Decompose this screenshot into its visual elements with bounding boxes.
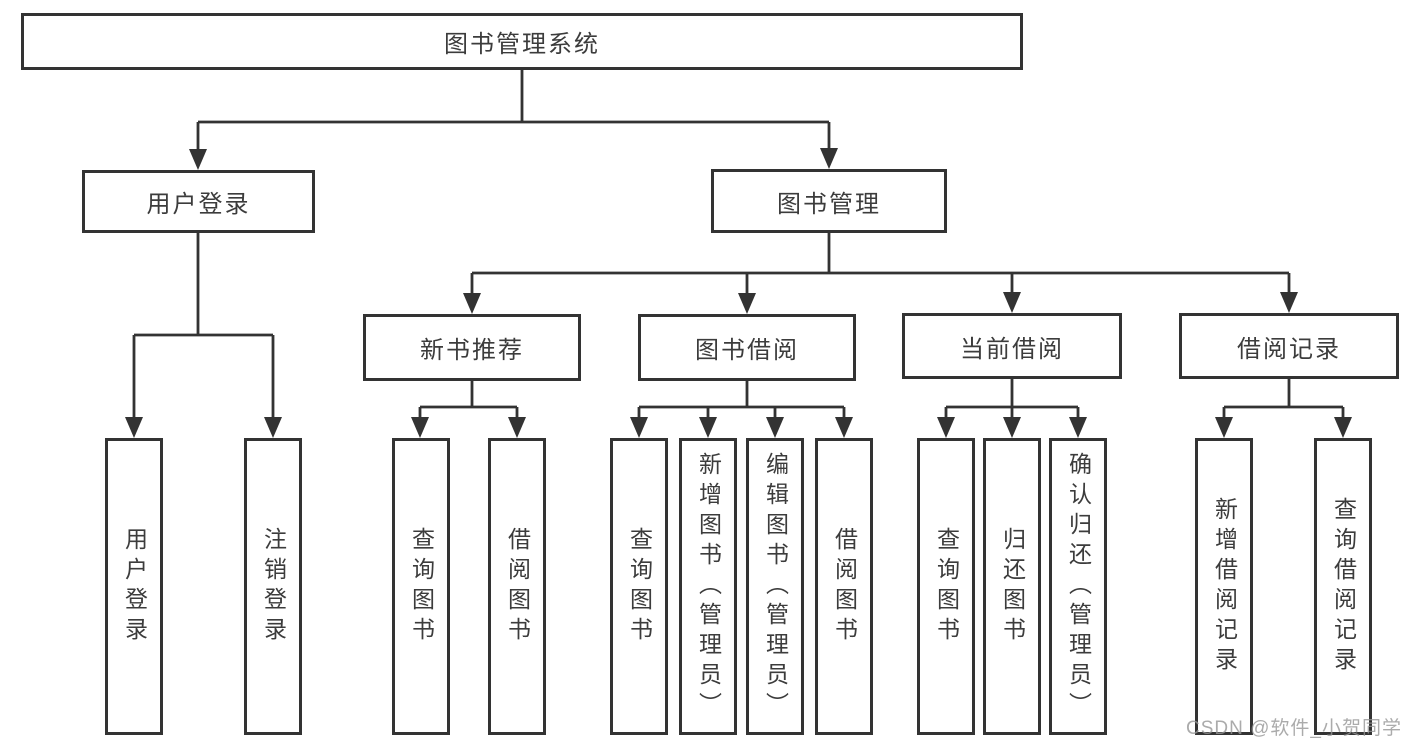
leaf-label: 新增图书（管理员） (695, 451, 722, 722)
node-book-borrowing: 图书借阅 (638, 314, 856, 381)
node-label: 新书推荐 (420, 337, 524, 364)
leaf-user-login: 用户登录 (105, 438, 163, 735)
node-label: 借阅记录 (1237, 335, 1341, 363)
leaf-records-query-borrow-record: 查询借阅记录 (1314, 438, 1372, 735)
leaf-label: 查询图书 (626, 526, 653, 647)
node-user-login: 用户登录 (82, 170, 315, 233)
connector-borrow-to-leaves (630, 381, 853, 438)
leaf-label: 用户登录 (121, 526, 148, 647)
leaf-label: 查询图书 (408, 526, 435, 647)
leaf-label: 新增借阅记录 (1211, 496, 1238, 677)
leaf-borrow-edit-books-admin: 编辑图书（管理员） (746, 438, 804, 735)
node-borrowing-records: 借阅记录 (1179, 313, 1399, 379)
leaf-current-confirm-return-admin: 确认归还（管理员） (1049, 438, 1107, 735)
node-label: 图书管理系统 (444, 31, 600, 58)
leaf-borrow-add-books-admin: 新增图书（管理员） (679, 438, 737, 735)
leaf-logout: 注销登录 (244, 438, 302, 735)
leaf-label: 查询借阅记录 (1330, 496, 1357, 677)
connector-current-to-leaves (937, 379, 1087, 438)
connector-records-to-leaves (1215, 379, 1352, 438)
node-label: 用户登录 (146, 191, 251, 218)
node-label: 当前借阅 (960, 335, 1064, 363)
connector-recommend-to-leaves (411, 381, 526, 438)
leaf-label: 确认归还（管理员） (1065, 451, 1092, 722)
node-current-borrowing: 当前借阅 (902, 313, 1122, 379)
leaf-recommend-borrow-books: 借阅图书 (488, 438, 546, 735)
leaf-label: 查询图书 (933, 526, 960, 647)
leaf-recommend-query-books: 查询图书 (392, 438, 450, 735)
leaf-borrow-borrow-books: 借阅图书 (815, 438, 873, 735)
connector-management-to-level3 (463, 233, 1298, 314)
node-book-management: 图书管理 (711, 169, 947, 233)
leaf-borrow-query-books: 查询图书 (610, 438, 668, 735)
leaf-label: 注销登录 (260, 526, 287, 647)
node-label: 图书管理 (777, 190, 881, 218)
leaf-current-query-books: 查询图书 (917, 438, 975, 735)
leaf-records-add-borrow-record: 新增借阅记录 (1195, 438, 1253, 735)
csdn-watermark: CSDN @软件_小贺同学 (1186, 718, 1402, 739)
connector-login-to-leaves (125, 233, 282, 438)
node-label: 图书借阅 (695, 337, 799, 364)
leaf-label: 借阅图书 (504, 526, 531, 647)
leaf-label: 借阅图书 (831, 526, 858, 647)
leaf-label: 归还图书 (999, 526, 1026, 647)
leaf-label: 编辑图书（管理员） (762, 451, 789, 722)
connector-root-to-level2 (189, 70, 838, 170)
leaf-current-return-books: 归还图书 (983, 438, 1041, 735)
node-new-book-recommend: 新书推荐 (363, 314, 581, 381)
node-library-management-system: 图书管理系统 (21, 13, 1023, 70)
